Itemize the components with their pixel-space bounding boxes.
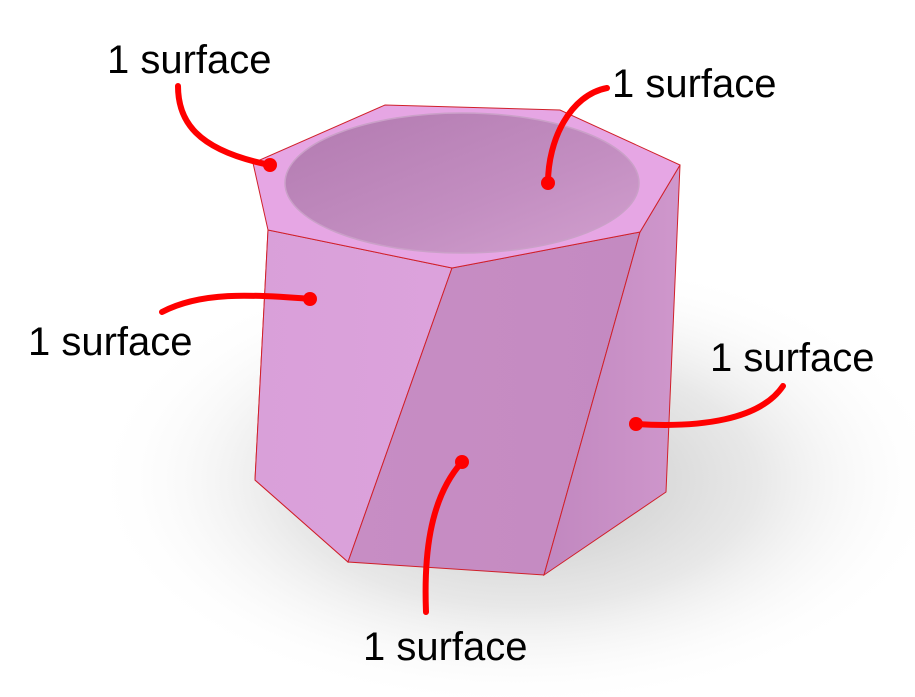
cup-inner-wall — [285, 113, 639, 253]
callout-label-inner-wall: 1 surface — [612, 62, 777, 106]
callout-label-right-face: 1 surface — [710, 336, 875, 380]
callout-label-top-rim: 1 surface — [107, 38, 272, 82]
callout-line-top-left — [175, 83, 273, 168]
callout-dot-left — [303, 292, 317, 306]
callout-line-left — [159, 292, 313, 315]
callout-line-right — [633, 383, 786, 428]
callout-label-left-face: 1 surface — [28, 320, 193, 364]
callout-dot-bottom — [455, 455, 469, 469]
callout-label-front-face: 1 surface — [363, 625, 528, 669]
callout-line-bottom — [422, 459, 465, 615]
callout-dot-right — [629, 417, 643, 431]
cup-inner-lip — [284, 112, 640, 254]
callout-dot-top-left — [263, 158, 277, 172]
callout-dot-top-right — [541, 176, 555, 190]
callout-line-top-right — [545, 85, 610, 186]
